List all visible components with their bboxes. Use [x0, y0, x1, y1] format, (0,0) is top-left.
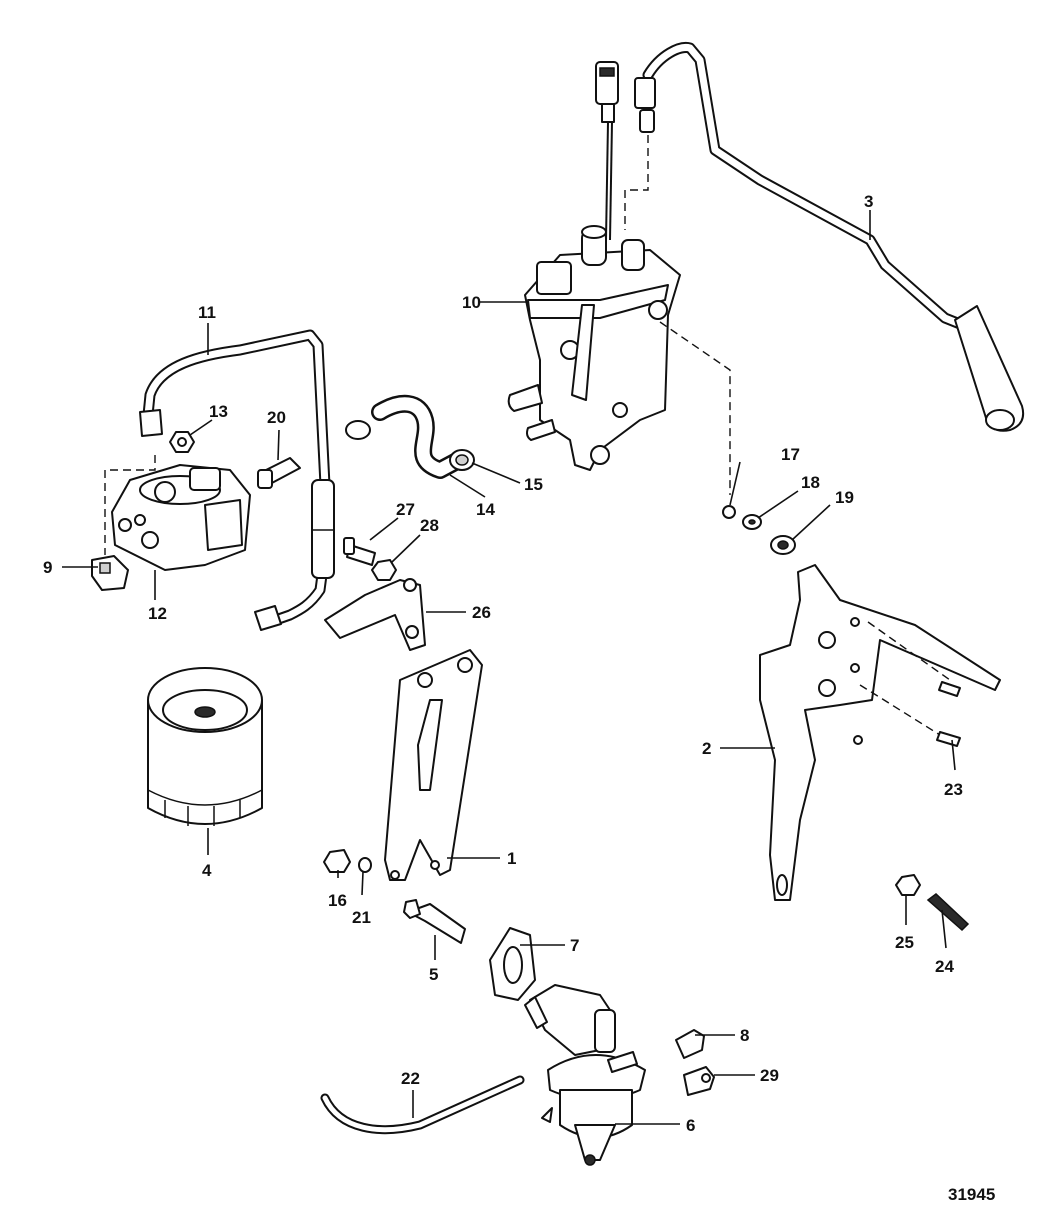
- part-4-filter: [147, 667, 263, 826]
- callout-4: 4: [202, 861, 212, 880]
- part-15-clamp: [345, 420, 475, 471]
- callout-25: 25: [895, 933, 914, 952]
- callout-16: 16: [328, 891, 347, 910]
- callout-7: 7: [570, 936, 579, 955]
- part-27-bolt: [343, 537, 376, 566]
- part-6-fuel-pump: [524, 984, 646, 1166]
- part-1-bracket: [384, 649, 483, 881]
- callout-26: 26: [472, 603, 491, 622]
- part-5-fitting: [403, 899, 466, 944]
- part-10-fuel-module: [507, 225, 731, 495]
- callout-5: 5: [429, 965, 438, 984]
- callout-3: 3: [864, 192, 873, 211]
- callout-21: 21: [352, 908, 371, 927]
- callout-27: 27: [396, 500, 415, 519]
- callout-29: 29: [760, 1066, 779, 1085]
- callout-labels: 1 2 3 4 5 6 7 8 9 10 11 12 13 14 15 16 1…: [43, 192, 995, 1204]
- part-26-bracket: [324, 578, 426, 651]
- leader-lines: [62, 210, 956, 1125]
- callout-1: 1: [507, 849, 516, 868]
- part-18-washer: [742, 514, 762, 530]
- callout-6: 6: [686, 1116, 695, 1135]
- part-24-stud: [926, 893, 970, 932]
- part-20-fitting: [257, 457, 301, 489]
- callout-10: 10: [462, 293, 481, 312]
- part-3-fuel-line: [634, 42, 1025, 432]
- callout-22: 22: [401, 1069, 420, 1088]
- callout-24: 24: [935, 957, 954, 976]
- callout-23: 23: [944, 780, 963, 799]
- part-13-nut: [169, 431, 195, 453]
- callout-15: 15: [524, 475, 543, 494]
- part-7-gasket: [489, 927, 536, 1001]
- callout-17: 17: [781, 445, 800, 464]
- callout-12: 12: [148, 604, 167, 623]
- callout-9: 9: [43, 558, 52, 577]
- part-9-fitting: [91, 555, 129, 591]
- callout-8: 8: [740, 1026, 749, 1045]
- part-29-elbow: [683, 1066, 715, 1096]
- part-12-filter-head: [104, 455, 251, 571]
- part-21-washer: [358, 857, 372, 873]
- figure-number: 31945: [948, 1185, 995, 1204]
- wire-connector: [595, 61, 649, 241]
- part-19-grommet: [770, 535, 796, 555]
- callout-18: 18: [801, 473, 820, 492]
- part-17-bolt: [722, 505, 736, 519]
- callout-11: 11: [198, 303, 216, 322]
- part-28-nut: [371, 559, 397, 581]
- part-14-hose: [371, 394, 464, 479]
- part-16-nut: [323, 849, 351, 873]
- part-11-fuel-line: [139, 329, 335, 631]
- part-23-stud: [936, 681, 961, 747]
- callout-14: 14: [476, 500, 495, 519]
- callout-2: 2: [702, 739, 711, 758]
- part-2-bracket: [759, 564, 1001, 901]
- part-8-fitting: [675, 1029, 705, 1059]
- part-25-nut: [895, 874, 921, 896]
- callout-19: 19: [835, 488, 854, 507]
- callout-20: 20: [267, 408, 286, 427]
- callout-28: 28: [420, 516, 439, 535]
- part-22-hose: [320, 1075, 525, 1135]
- callout-13: 13: [209, 402, 228, 421]
